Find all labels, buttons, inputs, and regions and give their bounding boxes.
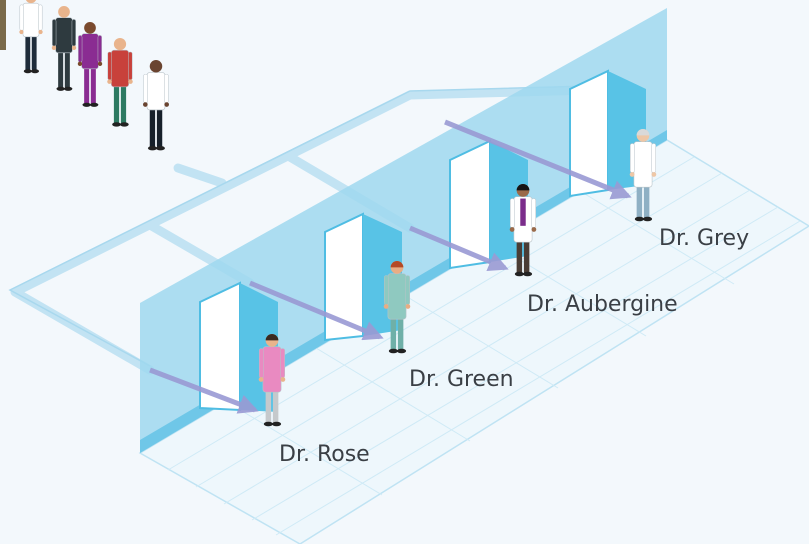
- queue-person-4: [107, 38, 133, 127]
- doctor-figure-2: [383, 261, 411, 354]
- connector-pipes-outline: [8, 85, 591, 367]
- doctor-figure-3: [509, 183, 537, 277]
- routing-arrows: [149, 119, 632, 414]
- waiting-queue: [0, 0, 170, 151]
- label-dr-aubergine: Dr. Aubergine: [527, 292, 678, 317]
- label-dr-green: Dr. Green: [409, 367, 514, 392]
- arrow-to-dr-aubergine: [409, 225, 509, 272]
- queue-person-5: [142, 60, 170, 151]
- queue-person-1: [19, 0, 43, 74]
- doctors: [258, 128, 657, 427]
- arrow-to-dr-rose: [149, 367, 259, 414]
- doctor-figure-4: [629, 128, 657, 222]
- queue-person-2: [51, 6, 77, 91]
- arrow-to-dr-green: [249, 280, 384, 341]
- label-dr-rose: Dr. Rose: [279, 442, 370, 467]
- queue-person-partial: [0, 0, 6, 50]
- doctor-figure-1: [258, 334, 286, 427]
- arrow-to-dr-grey: [444, 119, 632, 200]
- queue-person-3: [77, 22, 103, 107]
- label-dr-grey: Dr. Grey: [659, 226, 749, 251]
